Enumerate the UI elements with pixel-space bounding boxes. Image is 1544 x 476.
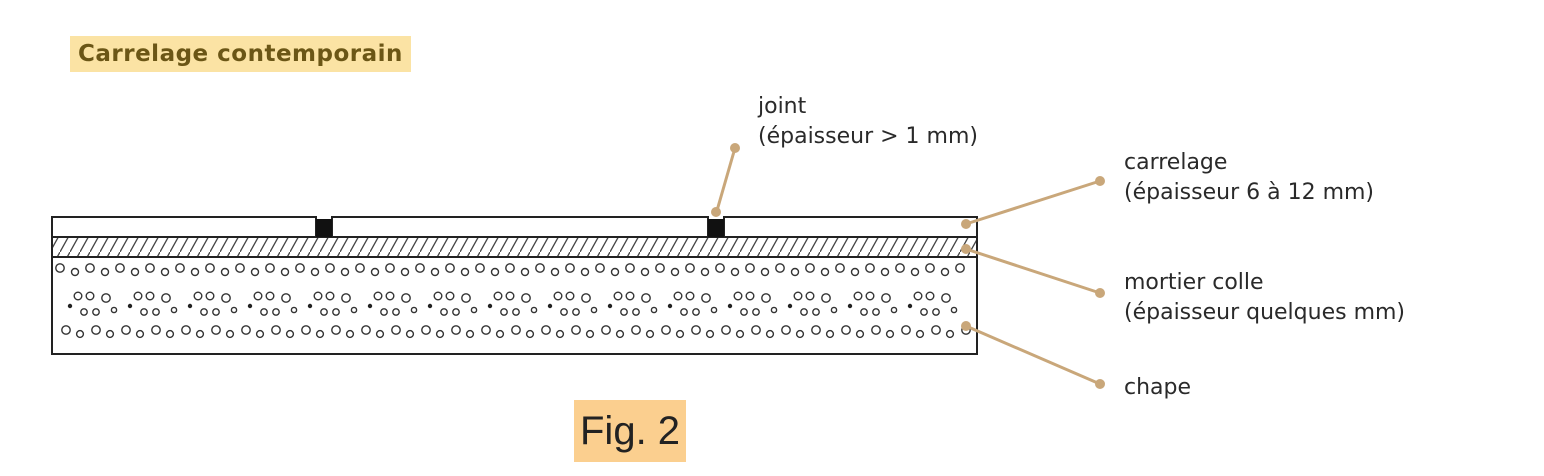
figure-caption: Fig. 2: [574, 400, 687, 462]
chape-aggregate: [55, 263, 971, 339]
label-carrelage: carrelage (épaisseur 6 à 12 mm): [1124, 148, 1374, 208]
leader-endpoints: [711, 143, 1105, 389]
diagram-title: Carrelage contemporain: [70, 36, 411, 72]
label-joint-name: joint: [758, 94, 807, 119]
mortier-colle-layer: [51, 236, 978, 258]
carrelage-tile-3: [723, 216, 978, 238]
label-mortier-name: mortier colle: [1124, 270, 1264, 295]
label-chape: chape: [1124, 373, 1191, 403]
label-joint: joint (épaisseur > 1 mm): [758, 92, 978, 152]
label-mortier-colle: mortier colle (épaisseur quelques mm): [1124, 268, 1405, 328]
leader-lines: [714, 147, 1101, 386]
label-carrelage-detail: (épaisseur 6 à 12 mm): [1124, 180, 1375, 205]
label-joint-detail: (épaisseur > 1 mm): [758, 124, 978, 149]
joint-2: [708, 219, 724, 237]
leader-joint: [714, 147, 737, 215]
carrelage-tile-1: [51, 216, 317, 238]
leader-chape: [965, 324, 1101, 386]
label-chape-name: chape: [1124, 375, 1192, 400]
chape-layer: [51, 256, 978, 355]
leader-mortier: [965, 247, 1101, 295]
joint-1: [316, 219, 332, 237]
leader-carrelage: [965, 179, 1101, 226]
label-carrelage-name: carrelage: [1124, 150, 1228, 175]
carrelage-tile-2: [331, 216, 709, 238]
label-mortier-detail: (épaisseur quelques mm): [1124, 300, 1406, 325]
